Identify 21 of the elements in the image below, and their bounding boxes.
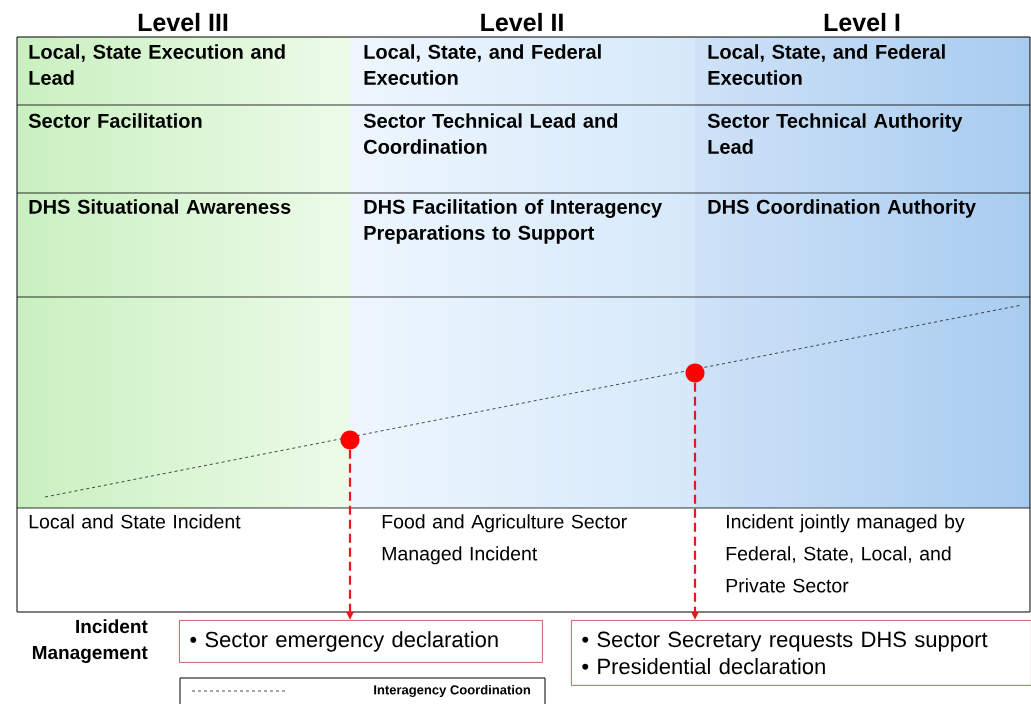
cell-text: DHS Facilitation of Interagency Preparations to Support (364, 199, 662, 244)
cell-text: Sector Technical Lead and Coordination (363, 113, 618, 154)
note-box: • Sector emergency declaration (179, 620, 543, 663)
cell-text: Food and Agriculture Sector Managed Incident (382, 514, 627, 565)
dot-marker (340, 430, 360, 450)
column-heading: Level II (481, 12, 563, 32)
column-heading: Level III (138, 12, 228, 32)
legend-text: Interagency Coordination (374, 684, 530, 698)
cell-text: Local and State Incident (29, 514, 241, 529)
cell-text: Local, State Execution and Lead (29, 44, 285, 85)
cell-text: Local, State, and Federal Execution (708, 44, 945, 85)
cell-text: DHS Coordination Authority (708, 199, 976, 218)
row-heading: Incident Management (32, 619, 148, 663)
cell-text: DHS Situational Awareness (29, 199, 291, 214)
cell-text: Sector Technical Authority Lead (707, 113, 963, 154)
cell-text: Incident jointly managed by Federal, State, Local, and Private Sector (726, 514, 965, 593)
column-heading: Level I (824, 12, 900, 32)
dot-marker (685, 363, 705, 383)
cell-text: Local, State, and Federal Execution (364, 44, 601, 85)
cell-text: Sector Facilitation (28, 113, 202, 128)
note-box: • Sector Secretary requests DHS support • Presidential declaration (571, 620, 1031, 686)
